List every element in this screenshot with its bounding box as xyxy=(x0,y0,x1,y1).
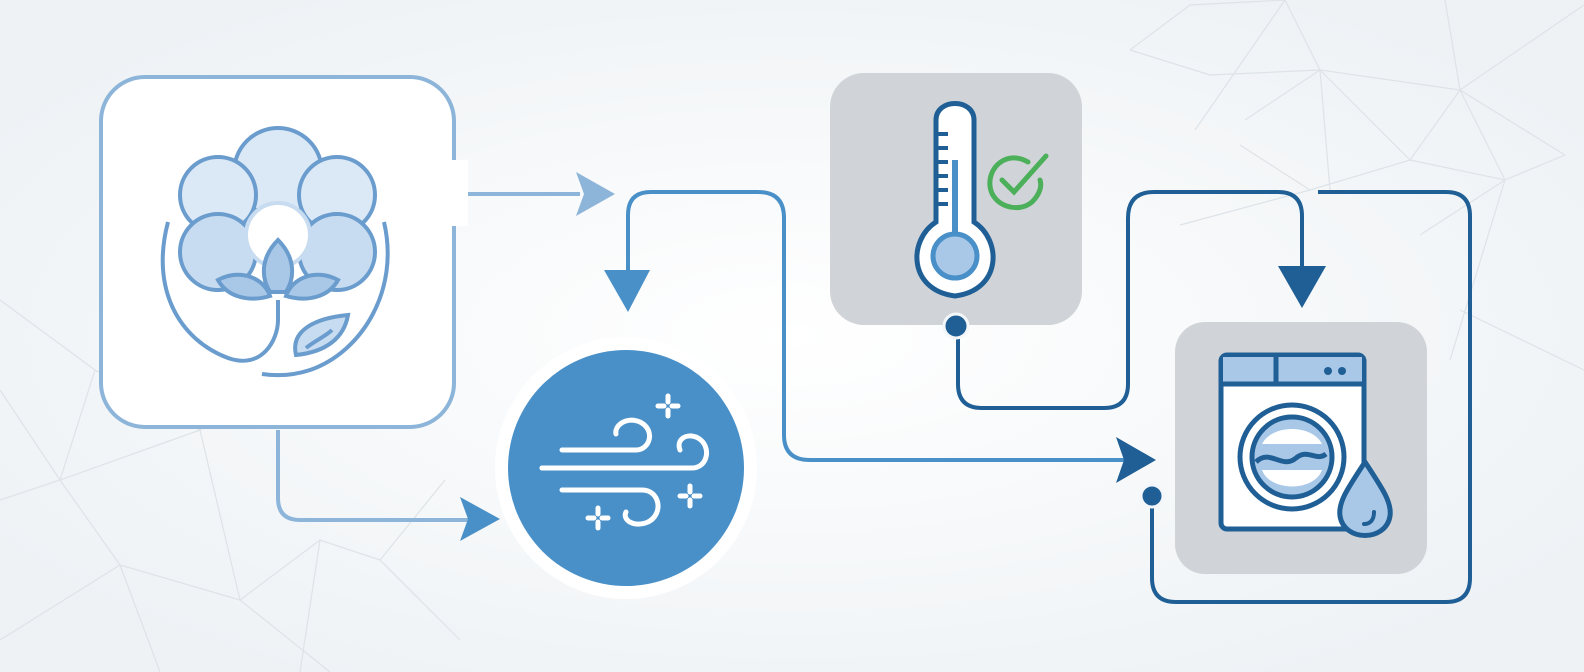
connector-cotton-to-airflow-bottom xyxy=(276,430,500,541)
connector-dot xyxy=(942,312,970,340)
thermometer-check-icon xyxy=(914,101,1049,299)
arrowhead-down xyxy=(1278,266,1326,308)
airflow-node xyxy=(495,337,757,599)
washer-node xyxy=(1175,322,1427,574)
connector-loop-to-washer xyxy=(604,190,1156,483)
washing-machine-icon xyxy=(1218,352,1367,532)
temperature-node xyxy=(830,73,1082,340)
connector-washer-return-loop xyxy=(1139,190,1472,604)
arrowhead-right xyxy=(460,497,500,541)
check-icon xyxy=(987,153,1049,211)
arrowhead-down xyxy=(604,270,650,312)
arrowhead-right xyxy=(1116,437,1156,483)
arrowhead-right xyxy=(576,172,615,216)
wind-icon xyxy=(539,393,709,531)
water-drop-icon xyxy=(1337,457,1393,538)
cotton-node xyxy=(99,75,468,429)
connector-dot xyxy=(1139,483,1165,509)
cotton-flower-icon xyxy=(160,126,390,378)
card-gap xyxy=(440,160,468,226)
connector-temperature-to-washer xyxy=(956,190,1326,410)
